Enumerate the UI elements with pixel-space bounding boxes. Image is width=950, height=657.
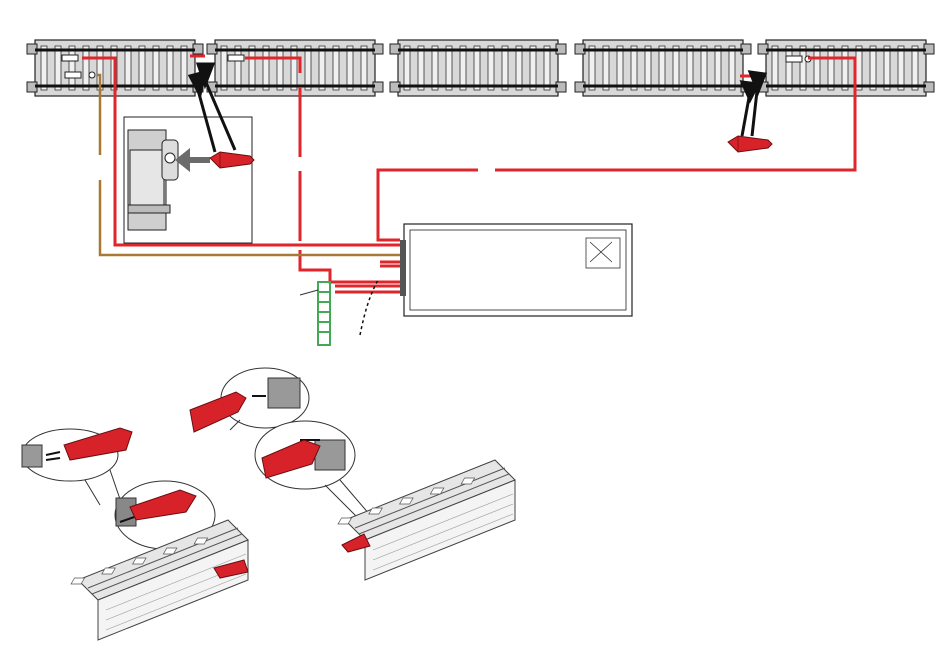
track-section-2 xyxy=(207,40,383,96)
green-ladder-icon xyxy=(300,282,330,345)
lower-detail-right xyxy=(255,421,370,520)
red-plug-icon-right xyxy=(728,136,772,152)
dotted-lead xyxy=(360,280,378,335)
track-section-4 xyxy=(575,40,751,96)
oblique-track-right xyxy=(338,460,515,580)
lower-detail-left xyxy=(22,428,132,505)
track-section-3 xyxy=(390,40,566,96)
decoder-box-icon xyxy=(400,224,632,316)
lower-track-right xyxy=(338,460,515,580)
track-section-5 xyxy=(758,40,934,96)
track-row xyxy=(27,40,934,96)
inset-detail xyxy=(124,117,254,243)
red-plug-icon xyxy=(190,392,246,432)
